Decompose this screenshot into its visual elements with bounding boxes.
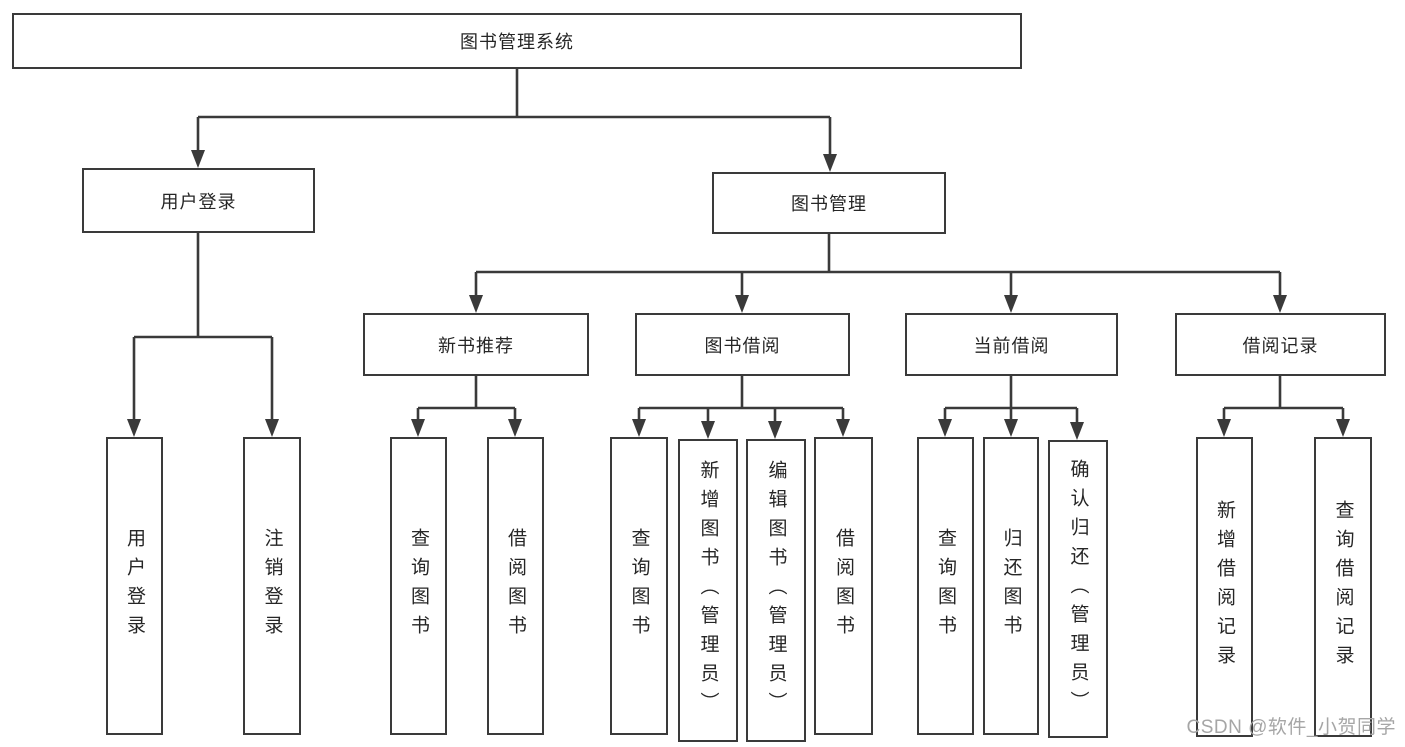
leaf-user-login: 用户登录	[106, 437, 163, 735]
edges-root	[191, 69, 837, 172]
node-new-book-recommend-label: 新书推荐	[438, 335, 514, 356]
node-borrow-records: 借阅记录	[1175, 313, 1386, 376]
leaf-confirm-return-admin-label: 确认归还（管理员）	[1067, 458, 1089, 720]
node-book-borrow: 图书借阅	[635, 313, 850, 376]
edges-user-login	[127, 233, 279, 437]
leaf-borrow-book-1: 借阅图书	[487, 437, 544, 735]
leaf-query-book-2: 查询图书	[610, 437, 668, 735]
leaf-edit-book-admin: 编辑图书（管理员）	[746, 439, 806, 742]
node-new-book-recommend: 新书推荐	[363, 313, 589, 376]
leaf-return-book: 归还图书	[983, 437, 1039, 735]
leaf-query-book-1: 查询图书	[390, 437, 447, 735]
leaf-return-book-label: 归还图书	[1000, 528, 1022, 644]
arrowhead	[632, 419, 646, 437]
node-user-login: 用户登录	[82, 168, 315, 233]
leaf-query-borrow-record-label: 查询借阅记录	[1332, 500, 1354, 674]
node-book-borrow-label: 图书借阅	[704, 335, 781, 356]
leaf-add-borrow-record-label: 新增借阅记录	[1214, 500, 1235, 674]
arrowhead	[265, 419, 279, 437]
arrowhead	[411, 419, 425, 437]
edges-book-borrow	[632, 376, 850, 439]
leaf-query-book-2-label: 查询图书	[628, 528, 650, 644]
edge-book-borrow-bus	[637, 376, 845, 421]
leaf-add-book-admin: 新增图书（管理员）	[678, 439, 738, 742]
arrowhead	[127, 419, 141, 437]
leaf-logout-label: 注销登录	[261, 528, 283, 644]
leaf-query-book-3: 查询图书	[917, 437, 974, 735]
node-current-borrow: 当前借阅	[905, 313, 1118, 376]
edge-user-login-bus	[132, 233, 274, 419]
leaf-borrow-book-2-label: 借阅图书	[833, 528, 854, 644]
leaf-borrow-book-2: 借阅图书	[814, 437, 873, 735]
arrowhead	[1217, 419, 1231, 437]
node-book-management-label: 图书管理	[791, 194, 867, 214]
leaf-borrow-book-1-label: 借阅图书	[505, 528, 526, 644]
edges-book-management	[469, 234, 1287, 313]
edges-current-borrow	[938, 376, 1084, 440]
arrowhead	[191, 150, 205, 168]
arrowhead	[1004, 419, 1018, 437]
edge-current-borrow-bus	[943, 376, 1079, 422]
arrowhead	[1004, 295, 1018, 313]
leaf-add-borrow-record: 新增借阅记录	[1196, 437, 1253, 737]
node-library-system-label: 图书管理系统	[460, 32, 574, 52]
leaf-logout: 注销登录	[243, 437, 301, 735]
arrowhead	[938, 419, 952, 437]
edges-new-book-recommend	[411, 376, 522, 437]
leaf-query-book-3-label: 查询图书	[935, 528, 956, 644]
leaf-query-borrow-record: 查询借阅记录	[1314, 437, 1372, 737]
arrowhead	[469, 295, 483, 313]
csdn-watermark: CSDN @软件_小贺同学	[1186, 717, 1396, 738]
arrowhead	[836, 419, 850, 437]
node-user-login-label: 用户登录	[160, 191, 237, 212]
edges-borrow-records	[1217, 376, 1350, 437]
arrowhead	[823, 154, 837, 172]
leaf-add-book-admin-label: 新增图书（管理员）	[697, 460, 719, 721]
node-borrow-records-label: 借阅记录	[1242, 335, 1319, 356]
arrowhead	[1070, 422, 1084, 440]
leaf-confirm-return-admin: 确认归还（管理员）	[1048, 440, 1108, 738]
edge-borrow-records-bus	[1222, 376, 1345, 419]
node-library-system: 图书管理系统	[12, 13, 1022, 69]
arrowhead	[701, 421, 715, 439]
leaf-user-login-label: 用户登录	[124, 528, 145, 644]
arrowhead	[508, 419, 522, 437]
node-book-management: 图书管理	[712, 172, 946, 234]
edge-new-book-recommend-bus	[416, 376, 517, 419]
arrowhead	[768, 421, 782, 439]
arrowhead	[1273, 295, 1287, 313]
leaf-query-book-1-label: 查询图书	[408, 528, 429, 644]
arrowhead	[1336, 419, 1350, 437]
edge-root-bus	[196, 69, 832, 154]
node-current-borrow-label: 当前借阅	[973, 335, 1050, 356]
edge-book-management-bus	[474, 234, 1282, 295]
leaf-edit-book-admin-label: 编辑图书（管理员）	[765, 460, 787, 721]
arrowhead	[735, 295, 749, 313]
